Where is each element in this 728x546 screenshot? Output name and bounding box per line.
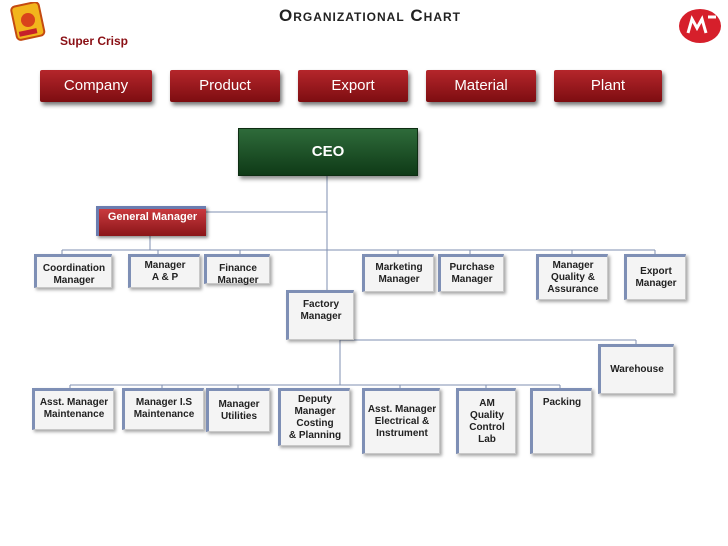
packing-box: Packing <box>530 388 592 454</box>
asst-manager-maintenance-box: Asst. Manager Maintenance <box>32 388 114 430</box>
purchase-manager-box: Purchase Manager <box>438 254 504 292</box>
marketing-manager-box: Marketing Manager <box>362 254 434 292</box>
coordination-manager-box: Coordination Manager <box>34 254 112 288</box>
manager-utilities-box: Manager Utilities <box>206 388 270 432</box>
manager-is-maintenance-box: Manager I.S Maintenance <box>122 388 204 430</box>
qc-lab-box: AM Quality Control Lab <box>456 388 516 454</box>
manager-ap-box: Manager A & P <box>128 254 200 288</box>
export-manager-box: Export Manager <box>624 254 686 300</box>
ceo-box: CEO <box>238 128 418 176</box>
finance-manager-box: Finance Manager <box>204 254 270 284</box>
warehouse-box: Warehouse <box>598 344 674 394</box>
asst-manager-electrical-box: Asst. Manager Electrical & Instrument <box>362 388 440 454</box>
factory-manager-box: Factory Manager <box>286 290 354 340</box>
quality-manager-box: Manager Quality & Assurance <box>536 254 608 300</box>
general-manager-box: General Manager <box>96 206 206 236</box>
deputy-manager-box: Deputy Manager Costing & Planning <box>278 388 350 446</box>
